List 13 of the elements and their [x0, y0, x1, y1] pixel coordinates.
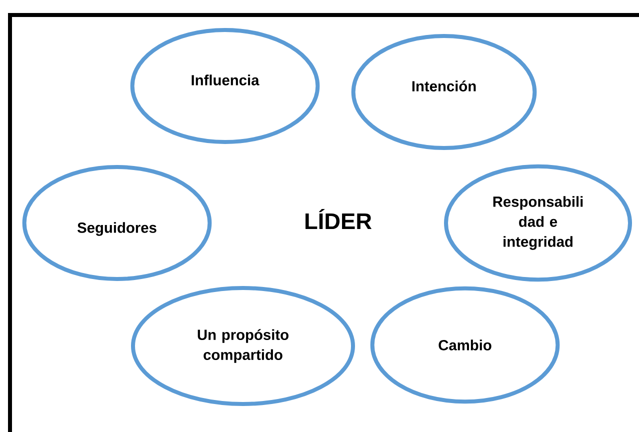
ellipse-label: Cambio [438, 340, 492, 350]
ellipse [444, 164, 632, 282]
ellipse-label: Un propósito compartido [198, 329, 288, 363]
ellipse-label: Responsabili dad e integridad [493, 196, 583, 250]
ellipse [22, 165, 212, 281]
ellipse-label: Influencia [192, 74, 260, 86]
ellipse [370, 286, 560, 404]
ellipse-label: Intención [412, 80, 476, 92]
ellipse [130, 28, 320, 144]
center-title: LÍDER [306, 208, 372, 230]
ellipse-label: Seguidores [77, 222, 156, 236]
ellipse [131, 286, 355, 406]
ellipse [351, 34, 537, 150]
